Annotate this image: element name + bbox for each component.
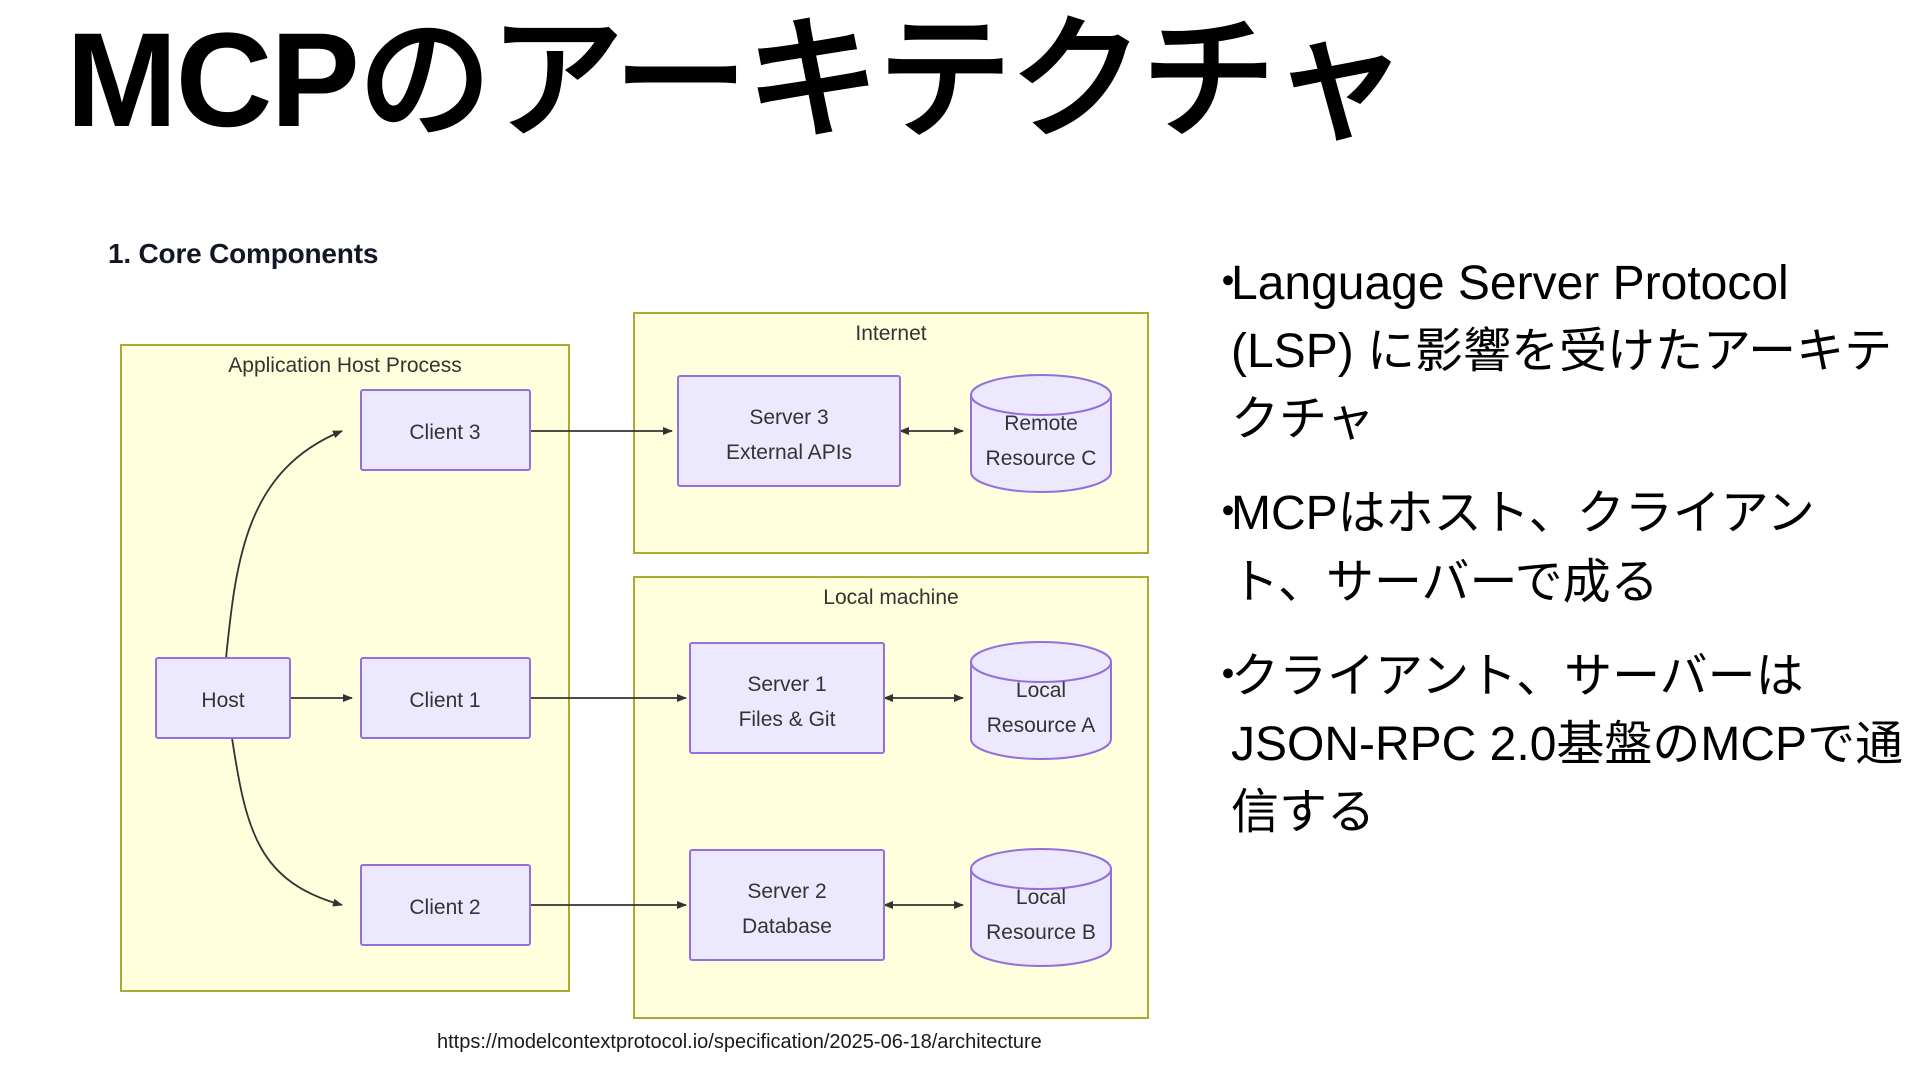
node-server1-label-line2: Files & Git [739, 708, 836, 731]
bullet-marker-icon: ・ [1205, 256, 1251, 308]
bullet-text: Language Server Protocol (LSP) に影響を受けたアー… [1231, 257, 1893, 447]
bullet-text: MCPはホスト、クライアント、サーバーで成る [1231, 487, 1815, 609]
node-client2-box[interactable] [360, 864, 531, 946]
mcp-architecture-diagram: Application Host Process Internet Local … [120, 312, 1149, 1019]
node-resource-c-label-line2: Resource C [986, 447, 1097, 470]
subgraph-local-machine-label: Local machine [823, 586, 958, 609]
source-url-caption: https://modelcontextprotocol.io/specific… [437, 1031, 1042, 1053]
list-item: ・ MCPはホスト、クライアント、サーバーで成る [1205, 480, 1905, 616]
edge-host-to-client2 [231, 737, 343, 907]
node-server3[interactable]: Server 3 External APIs [677, 375, 901, 487]
bullet-marker-icon: ・ [1205, 648, 1251, 701]
node-server2-label-line2: Database [742, 915, 832, 938]
node-host[interactable]: Host [155, 657, 291, 739]
node-resource-b-top [970, 848, 1112, 890]
node-client2-label: Client 2 [409, 896, 480, 919]
node-client3-box[interactable] [360, 389, 531, 471]
bullet-text: クライアント、サーバーはJSON-RPC 2.0基盤のMCPで通信する [1231, 649, 1904, 840]
node-client3[interactable]: Client 3 [360, 389, 531, 471]
node-server1[interactable]: Server 1 Files & Git [689, 642, 885, 754]
node-resource-a-body[interactable] [970, 661, 1112, 760]
node-resource-a-label-line1: Local [1016, 679, 1066, 702]
subgraph-host-process-label: Application Host Process [228, 354, 461, 377]
node-resource-c-top [970, 374, 1112, 416]
bullet-list: ・ Language Server Protocol (LSP) に影響を受けた… [1205, 250, 1905, 873]
node-server2[interactable]: Server 2 Database [689, 849, 885, 961]
node-client2[interactable]: Client 2 [360, 864, 531, 946]
diagram-edges [225, 427, 964, 909]
node-resource-a-label-line2: Resource A [987, 714, 1096, 737]
node-server1-label-line1: Server 1 [747, 673, 826, 696]
node-client1-label: Client 1 [409, 689, 480, 712]
list-item: ・ クライアント、サーバーはJSON-RPC 2.0基盤のMCPで通信する [1205, 643, 1905, 847]
node-resource-b-label-line2: Resource B [986, 921, 1096, 944]
node-client3-label: Client 3 [409, 421, 480, 444]
node-resource-a[interactable]: Local Resource A [970, 641, 1112, 760]
node-client1-box[interactable] [360, 657, 531, 739]
list-item: ・ Language Server Protocol (LSP) に影響を受けた… [1205, 250, 1905, 454]
node-server1-box[interactable] [689, 642, 885, 754]
bullet-marker-icon: ・ [1205, 486, 1251, 539]
node-resource-c-label-line1: Remote [1004, 412, 1078, 435]
node-server2-label-line1: Server 2 [747, 880, 826, 903]
node-host-label: Host [201, 689, 244, 712]
node-server2-box[interactable] [689, 849, 885, 961]
section-heading: 1. Core Components [108, 238, 379, 269]
node-resource-b-body[interactable] [970, 868, 1112, 967]
node-client1[interactable]: Client 1 [360, 657, 531, 739]
subgraph-internet-label: Internet [855, 322, 926, 345]
page-title: MCPのアーキテクチャ [66, 6, 1406, 155]
node-server3-label-line1: Server 3 [749, 406, 828, 429]
node-resource-c-body[interactable] [970, 394, 1112, 493]
node-resource-b[interactable]: Local Resource B [970, 848, 1112, 967]
node-server3-box[interactable] [677, 375, 901, 487]
node-resource-a-top [970, 641, 1112, 683]
node-host-box[interactable] [155, 657, 291, 739]
edge-host-to-client3 [225, 430, 343, 659]
node-resource-c[interactable]: Remote Resource C [970, 374, 1112, 493]
node-server3-label-line2: External APIs [726, 441, 852, 464]
node-resource-b-label-line1: Local [1016, 886, 1066, 909]
